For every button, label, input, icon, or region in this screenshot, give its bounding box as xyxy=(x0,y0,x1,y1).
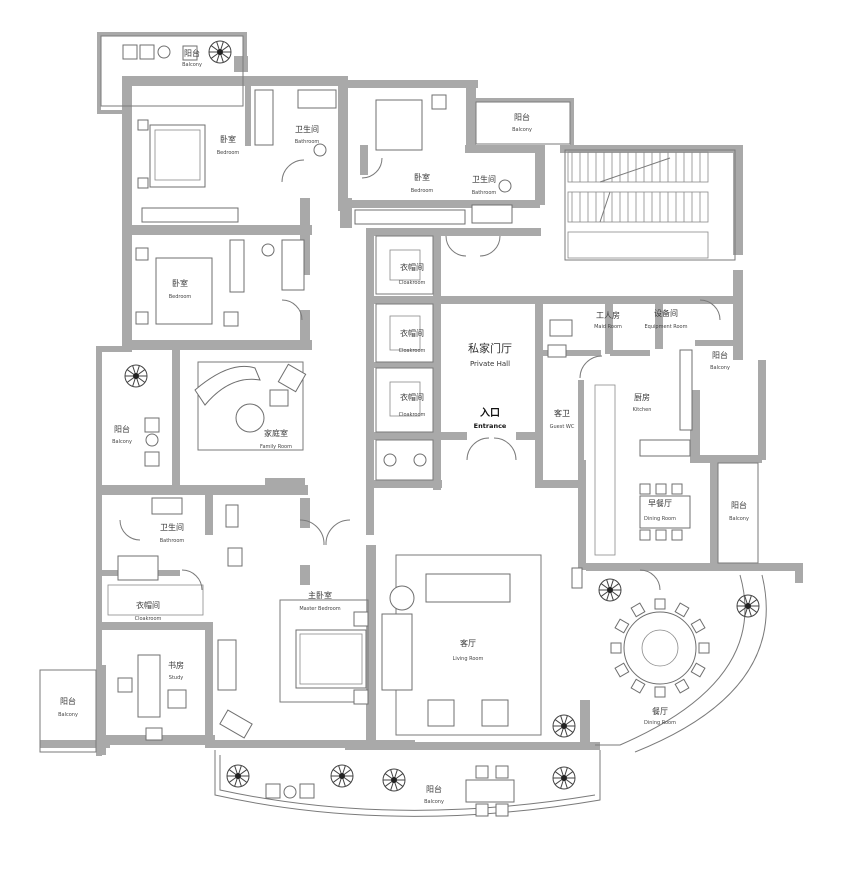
label-living-room-cn: 客厅 xyxy=(460,638,476,648)
label-balcony-top-left-cn: 阳台 xyxy=(184,48,200,58)
dining-chair xyxy=(690,618,706,634)
label-cloakroom-2-en: Cloakroom xyxy=(399,348,426,354)
plant-icon xyxy=(598,578,622,602)
label-balcony-right-en: Balcony xyxy=(729,516,749,522)
label-cloakroom-master-cn: 衣帽间 xyxy=(136,600,160,610)
dining-chair xyxy=(610,642,622,654)
label-balcony-top-left-en: Balcony xyxy=(182,62,202,68)
label-balcony-far-left-cn: 阳台 xyxy=(60,696,76,706)
outlines xyxy=(39,35,767,817)
plants xyxy=(124,40,760,792)
dining-chair xyxy=(698,642,710,654)
label-family-room-en: Family Room xyxy=(260,444,292,450)
label-bathroom-top-mid-cn: 卫生间 xyxy=(472,174,496,184)
label-cloakroom-3-en: Cloakroom xyxy=(399,412,426,418)
plant-icon xyxy=(124,364,148,388)
plant-icon xyxy=(552,766,576,790)
label-cloakroom-1-cn: 衣帽间 xyxy=(400,262,424,272)
label-family-room-cn: 家庭室 xyxy=(264,428,288,438)
dining-chair xyxy=(674,602,690,618)
label-dining-room-small-en: Dining Room xyxy=(644,516,676,522)
label-dining-room-small-cn: 早餐厅 xyxy=(648,499,672,508)
label-bedroom-mid-left-cn: 卧室 xyxy=(172,278,188,288)
label-bathroom-master-en: Bathroom xyxy=(160,538,185,544)
plant-icon xyxy=(736,594,760,618)
dining-chair xyxy=(674,678,690,694)
label-bedroom-top-left-en: Bedroom xyxy=(217,150,240,156)
label-master-bedroom-en: Master Bedroom xyxy=(299,606,340,612)
label-cloakroom-3-cn: 衣帽间 xyxy=(400,392,424,402)
label-bathroom-master-cn: 卫生间 xyxy=(160,522,184,532)
label-kitchen-en: Kitchen xyxy=(633,407,652,413)
dining-chair xyxy=(690,662,706,678)
label-balcony-kitchen-en: Balcony xyxy=(710,365,730,371)
label-entrance-en: Entrance xyxy=(474,422,507,430)
label-equipment-room-cn: 设备间 xyxy=(654,308,678,318)
plant-icon xyxy=(208,40,232,64)
label-bathroom-top-en: Bathroom xyxy=(295,139,320,145)
dining-chair xyxy=(654,598,666,610)
label-balcony-top-right-cn: 阳台 xyxy=(514,112,530,122)
label-private-hall-cn: 私家门厅 xyxy=(468,341,512,355)
label-balcony-far-left-en: Balcony xyxy=(58,712,78,718)
label-balcony-right-cn: 阳台 xyxy=(731,500,747,510)
label-cloakroom-master-en: Cloakroom xyxy=(135,616,162,622)
label-master-bedroom-cn: 主卧室 xyxy=(308,590,332,600)
label-dining-room-en: Dining Room xyxy=(644,720,676,726)
plant-icon xyxy=(382,768,406,792)
label-balcony-bottom-en: Balcony xyxy=(424,799,444,805)
label-kitchen-cn: 厨房 xyxy=(634,392,650,402)
label-study-cn: 书房 xyxy=(168,660,184,670)
label-maid-room-en: Maid Room xyxy=(594,324,622,330)
plant-icon xyxy=(226,764,250,788)
dining-chair xyxy=(630,678,646,694)
label-bedroom-top-mid-cn: 卧室 xyxy=(414,172,430,182)
room-labels: 阳台 Balcony 卧室 Bedroom 卫生间 Bathroom 卧室 Be… xyxy=(58,48,749,805)
label-maid-room-cn: 工人房 xyxy=(596,310,620,320)
label-balcony-kitchen-cn: 阳台 xyxy=(712,350,728,360)
label-cloakroom-1-en: Cloakroom xyxy=(399,280,426,286)
label-guest-wc-cn: 客卫 xyxy=(554,408,570,418)
dining-chair xyxy=(654,686,666,698)
label-guest-wc-en: Guest WC xyxy=(550,424,575,430)
staircase xyxy=(567,151,709,259)
label-living-room-en: Living Room xyxy=(453,656,484,662)
label-balcony-left-cn: 阳台 xyxy=(114,424,130,434)
label-equipment-room-en: Equipment Room xyxy=(645,324,688,330)
label-bathroom-top-mid-en: Bathroom xyxy=(472,190,497,196)
doors xyxy=(119,157,721,591)
plant-icon xyxy=(552,714,576,738)
dining-chair xyxy=(614,618,630,634)
furniture xyxy=(107,44,710,817)
label-private-hall-en: Private Hall xyxy=(470,360,510,368)
dining-chair xyxy=(614,662,630,678)
dining-chair xyxy=(630,602,646,618)
label-bedroom-mid-left-en: Bedroom xyxy=(169,294,192,300)
label-study-en: Study xyxy=(169,675,183,681)
label-bedroom-top-mid-en: Bedroom xyxy=(411,188,434,194)
label-dining-room-cn: 餐厅 xyxy=(652,707,668,716)
label-entrance-cn: 入口 xyxy=(480,407,500,419)
plant-icon xyxy=(330,764,354,788)
label-bedroom-top-left-cn: 卧室 xyxy=(220,134,236,144)
label-balcony-top-right-en: Balcony xyxy=(512,127,532,133)
label-balcony-bottom-cn: 阳台 xyxy=(426,784,442,794)
label-balcony-left-en: Balcony xyxy=(112,439,132,445)
label-bathroom-top-cn: 卫生间 xyxy=(295,124,319,134)
label-cloakroom-2-cn: 衣帽间 xyxy=(400,328,424,338)
